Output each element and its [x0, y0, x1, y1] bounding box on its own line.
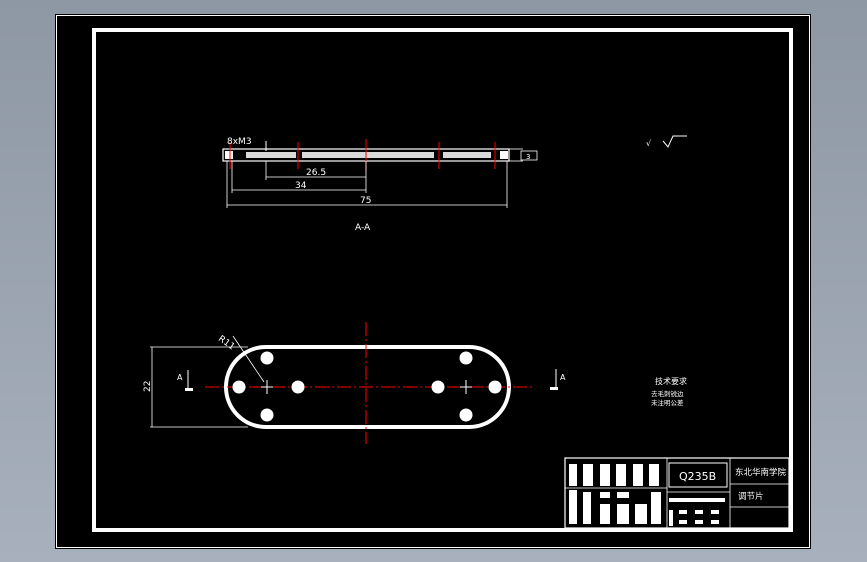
thickness-dim: 3	[526, 153, 530, 161]
plan-view: R11 22 A A	[143, 322, 566, 444]
width-dim: 22	[143, 381, 153, 392]
technical-notes: 技术要求 去毛刺锐边 未注明公差	[651, 376, 687, 407]
hatch-segment	[246, 152, 296, 158]
cut-marker-left	[185, 388, 193, 391]
section-label: A-A	[355, 223, 371, 233]
hole	[260, 351, 274, 365]
tech-notes-title: 技术要求	[655, 376, 687, 386]
part-name: 调节片	[738, 491, 764, 502]
dimension-lines	[226, 161, 508, 208]
roughness-symbol: √	[646, 135, 687, 148]
hole	[488, 380, 502, 394]
cut-label-right: A	[560, 373, 566, 382]
outer-border	[56, 15, 810, 548]
hole	[291, 380, 305, 394]
dim-75: 75	[360, 196, 371, 206]
title-block: Q235B 东北华南学院 调节片	[564, 457, 790, 529]
organization-name: 东北华南学院	[735, 467, 787, 478]
cut-label-left: A	[177, 373, 183, 382]
section-view: 8xM3 3 26.5 34 75 A-A	[222, 137, 538, 233]
thread-callout: 8xM3	[227, 137, 252, 147]
hole	[260, 408, 274, 422]
hole-section	[225, 151, 233, 159]
hole	[459, 408, 473, 422]
roughness-label: √	[646, 139, 652, 148]
hole-section	[500, 151, 508, 159]
hatch-segment	[443, 152, 491, 158]
cad-drawing: 8xM3 3 26.5 34 75 A-A √	[56, 15, 810, 548]
tech-note-2: 未注明公差	[651, 398, 684, 407]
tech-note-1: 去毛刺锐边	[651, 389, 684, 398]
dim-26-5: 26.5	[306, 168, 326, 178]
hole	[431, 380, 445, 394]
drawing-sheet: 8xM3 3 26.5 34 75 A-A √	[55, 14, 811, 549]
hatch-segment	[302, 152, 434, 158]
dim-34: 34	[295, 181, 307, 191]
inner-border	[92, 28, 793, 532]
cut-marker-right	[550, 387, 558, 390]
hole	[459, 351, 473, 365]
material-label: Q235B	[679, 470, 716, 483]
hole	[232, 380, 246, 394]
